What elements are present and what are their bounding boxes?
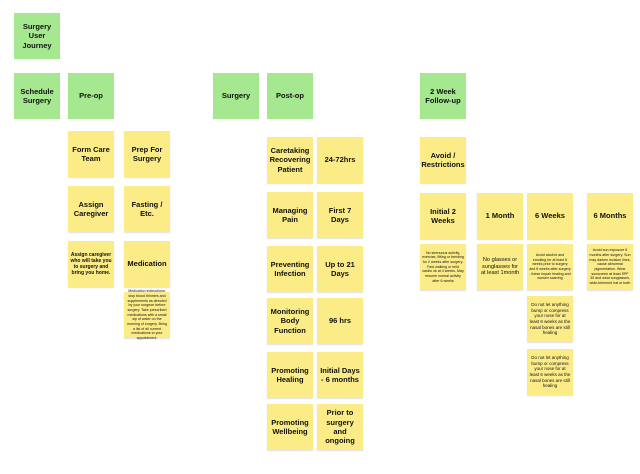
sticky-period: 6 Months (587, 193, 633, 239)
sticky-postop-time: First 7 Days (317, 192, 363, 238)
sticky-postop-label: Caretaking Recovering Patient (267, 137, 313, 183)
sticky-assign-note: Assign caregiver who will take you to su… (68, 241, 114, 287)
sticky-postop-time: 96 hrs (317, 298, 363, 344)
stage-post-op: Post-op (267, 73, 313, 119)
sticky-bump-note: Do not let anything bump or compress you… (527, 349, 573, 395)
sticky-period-note: Avoid sun exposure 6 months after surger… (587, 244, 633, 290)
sticky-postop-label: Promoting Wellbeing (267, 404, 313, 450)
sticky-postop-label: Promoting Healing (267, 352, 313, 398)
stage-pre-op: Pre-op (68, 73, 114, 119)
sticky-period: 6 Weeks (527, 193, 573, 239)
sticky-form-care-team: Form Care Team (68, 131, 114, 177)
sticky-period: Initial 2 Weeks (420, 193, 466, 239)
sticky-fasting: Fasting / Etc. (124, 186, 170, 232)
sticky-period-note: No glasses or sunglasses for at least 1m… (477, 244, 523, 290)
sticky-postop-time: 24-72hrs (317, 137, 363, 183)
sticky-postop-label: Monitoring Body Function (267, 298, 313, 344)
sticky-postop-time: Prior to surgery and ongoing (317, 404, 363, 450)
sticky-avoid-restrictions: Avoid / Restrictions (420, 137, 466, 183)
sticky-postop-label: Preventing Infection (267, 246, 313, 292)
sticky-medication-note: Medication instructions: stop blood thin… (124, 289, 170, 340)
sticky-postop-label: Managing Pain (267, 192, 313, 238)
stage-surgery: Surgery (213, 73, 259, 119)
sticky-prep: Prep For Surgery (124, 131, 170, 177)
sticky-period-note: Avoid alcohol and smoking for at least 6… (527, 244, 573, 290)
stage-schedule-surgery: Schedule Surgery (14, 73, 60, 119)
sticky-medication: Medication (124, 241, 170, 287)
sticky-period-note: No strenuous activity, exercise, lifting… (420, 244, 466, 290)
journey-title: Surgery User Journey (14, 13, 60, 59)
sticky-assign-caregiver: Assign Caregiver (68, 186, 114, 232)
sticky-bump-note: Do not let anything bump or compress you… (527, 296, 573, 342)
stage-follow-up: 2 Week Follow-up (420, 73, 466, 119)
sticky-period: 1 Month (477, 193, 523, 239)
sticky-postop-time: Up to 21 Days (317, 246, 363, 292)
sticky-postop-time: Initial Days - 6 months (317, 352, 363, 398)
